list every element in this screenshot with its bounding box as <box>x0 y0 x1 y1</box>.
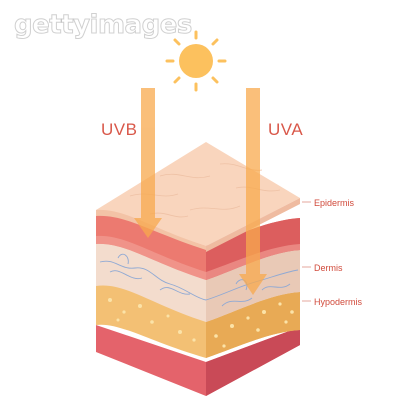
dermis-label: Dermis <box>314 263 343 273</box>
base-layer <box>96 325 300 396</box>
uvb-arrow <box>134 88 162 238</box>
watermark-logo: gettyimages <box>14 10 193 41</box>
sun-icon <box>165 30 227 92</box>
uva-arrow <box>239 88 267 295</box>
uva-label: UVA <box>268 120 304 139</box>
epidermis-label: Epidermis <box>314 198 355 208</box>
leader-lines <box>302 201 311 302</box>
uvb-label: UVB <box>101 120 138 139</box>
hypodermis-label: Hypodermis <box>314 297 363 307</box>
